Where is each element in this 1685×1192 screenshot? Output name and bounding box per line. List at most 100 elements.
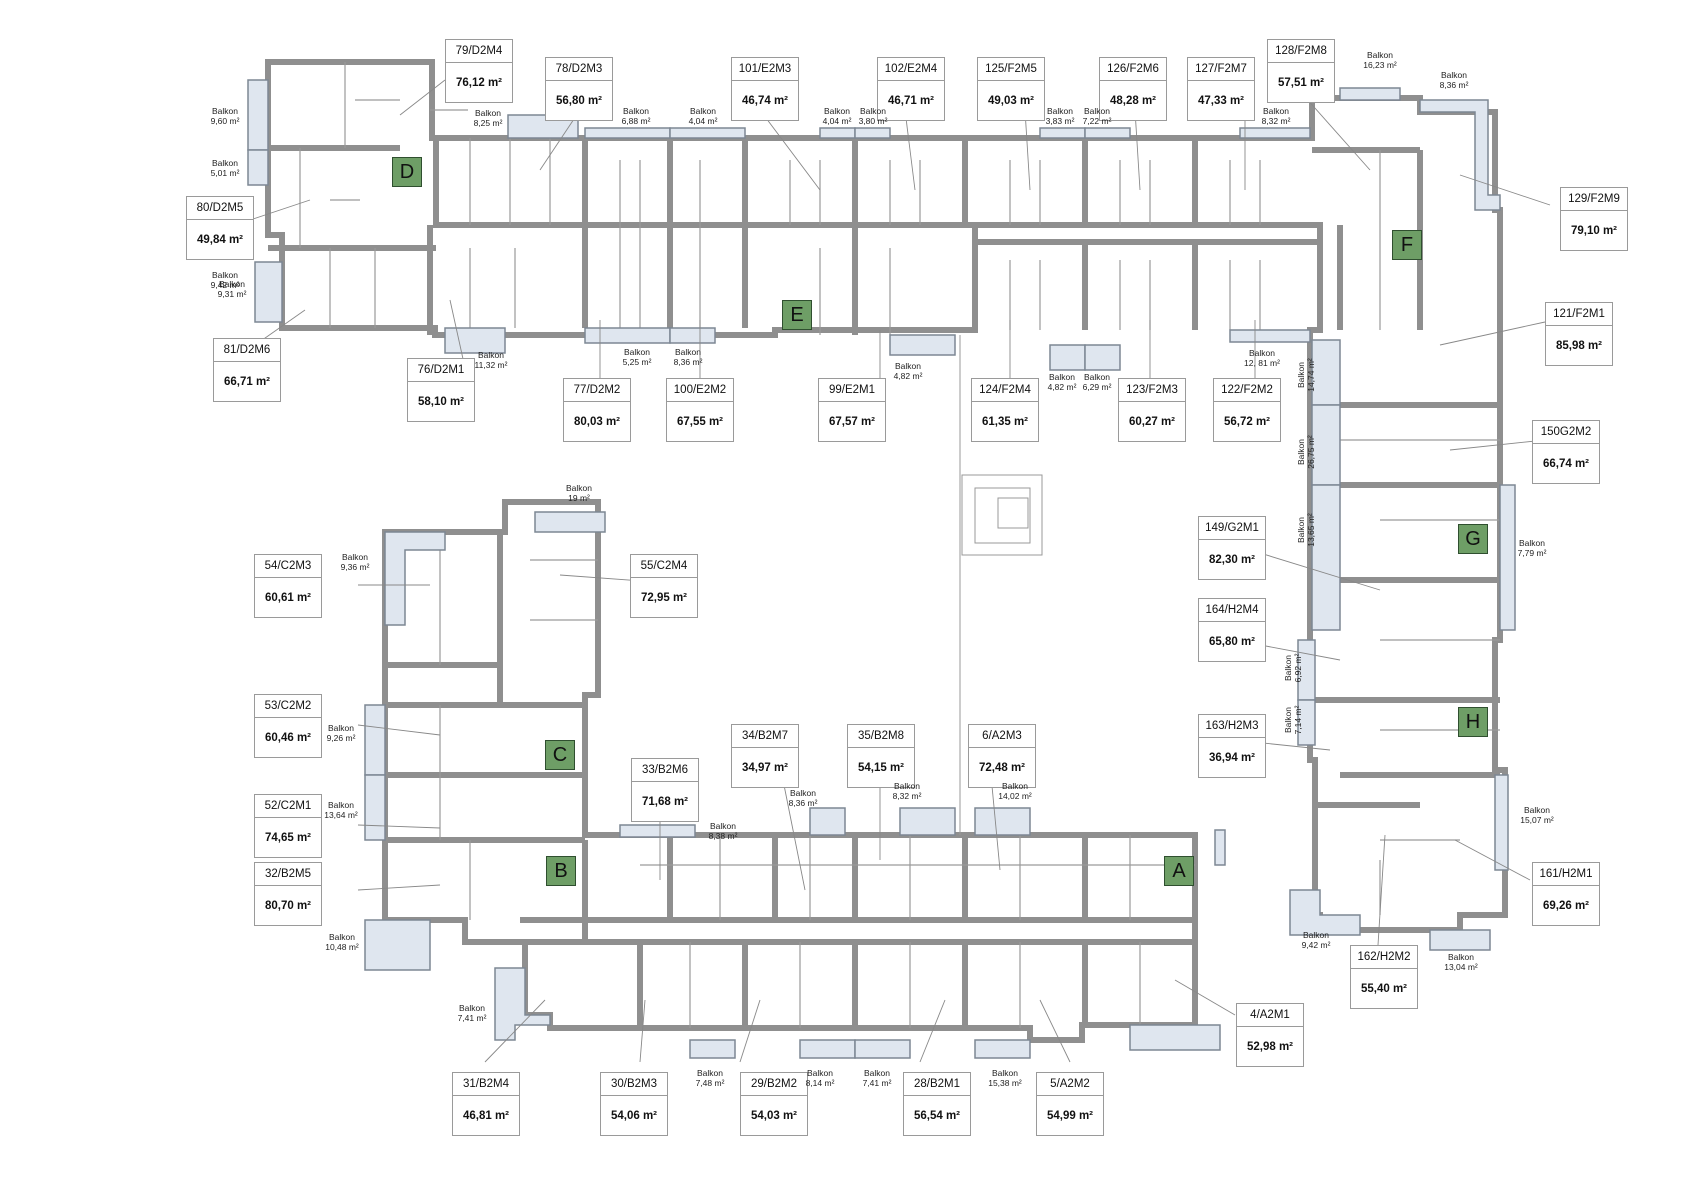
unit-id: 100/E2M2: [667, 379, 733, 402]
balcony-area: 9,42 m²: [210, 280, 240, 290]
balcony-name: Balkon: [212, 106, 238, 116]
balcony-name: Balkon: [992, 1068, 1018, 1078]
unit-id: 123/F2M3: [1119, 379, 1185, 402]
unit-id: 53/C2M2: [255, 695, 321, 718]
unit-label[interactable]: 53/C2M2 60,46 m²: [254, 694, 322, 758]
balcony-name: Balkon: [212, 158, 238, 168]
balcony-name: Balkon: [328, 800, 354, 810]
unit-id: 34/B2M7: [732, 725, 798, 748]
balcony-name: Balkon: [219, 279, 245, 289]
balcony-area: 26,75 m²: [1306, 435, 1316, 469]
unit-area: 54,03 m²: [750, 1110, 798, 1122]
unit-area: 54,06 m²: [610, 1110, 658, 1122]
balcony-area: 11,32 m²: [474, 360, 508, 370]
unit-area: 82,30 m²: [1208, 554, 1256, 566]
balcony-name: Balkon: [1448, 952, 1474, 962]
unit-area: 79,10 m²: [1570, 225, 1618, 237]
balcony-area: 8,36 m²: [788, 798, 818, 808]
unit-area: 67,55 m²: [676, 416, 724, 428]
balcony-name: Balkon: [623, 106, 649, 116]
balcony-area: 7,14 m²: [1293, 705, 1303, 735]
unit-area: 60,46 m²: [264, 732, 312, 744]
balcony-name: Balkon: [697, 1068, 723, 1078]
balcony-area: 9,60 m²: [210, 116, 240, 126]
balcony-name: Balkon: [1049, 372, 1075, 382]
unit-label[interactable]: 161/H2M1 69,26 m²: [1532, 862, 1600, 926]
balcony-area: 7,41 m²: [862, 1078, 892, 1088]
balcony-area: 8,25 m²: [473, 118, 503, 128]
balcony-area: 13,65 m²: [1306, 513, 1316, 547]
balcony-name: Balkon: [566, 483, 592, 493]
unit-area: 46,71 m²: [887, 95, 935, 107]
balcony-name: Balkon: [824, 106, 850, 116]
balcony-area: 3,83 m²: [1045, 116, 1075, 126]
unit-id: 161/H2M1: [1533, 863, 1599, 886]
unit-area: 55,40 m²: [1360, 983, 1408, 995]
unit-id: 124/F2M4: [972, 379, 1038, 402]
unit-area: 72,95 m²: [640, 592, 688, 604]
balcony-area: 16,23 m²: [1363, 60, 1397, 70]
staircase-c-marker: C: [545, 740, 575, 770]
unit-area: 76,12 m²: [455, 77, 503, 89]
unit-id: 163/H2M3: [1199, 715, 1265, 738]
balcony-name: Balkon: [1519, 538, 1545, 548]
balcony-name: Balkon: [328, 723, 354, 733]
unit-label[interactable]: 100/E2M2 67,55 m²: [666, 378, 734, 442]
balcony-area: 7,41 m²: [457, 1013, 487, 1023]
unit-area: 66,71 m²: [223, 376, 271, 388]
unit-area: 72,48 m²: [978, 762, 1026, 774]
unit-area: 69,26 m²: [1542, 900, 1590, 912]
